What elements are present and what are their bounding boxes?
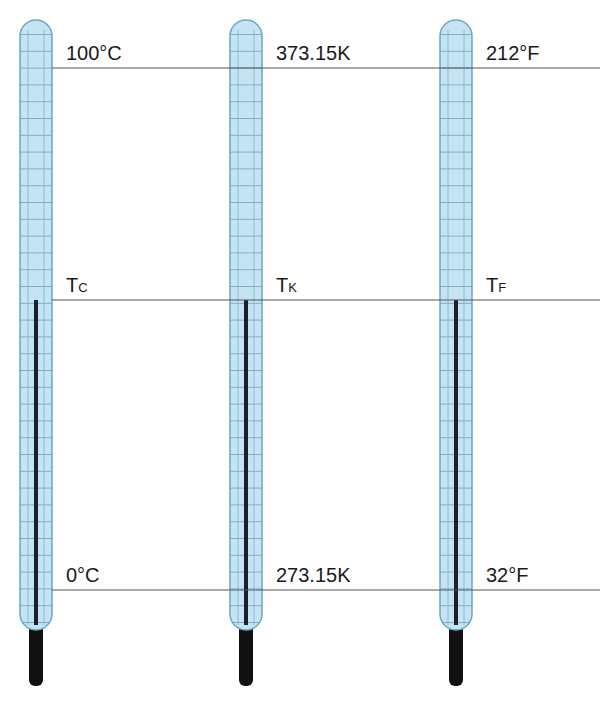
temperature-symbol: TK — [276, 275, 297, 295]
temperature-symbol: TF — [486, 275, 506, 295]
temperature-value: 212°F — [486, 43, 540, 63]
reference-line — [52, 68, 600, 590]
temperature-value: 373.15K — [276, 43, 351, 63]
temperature-value: 273.15K — [276, 565, 351, 585]
temperature-value: 0°C — [66, 565, 100, 585]
temperature-value: 32°F — [486, 565, 528, 585]
temperature-symbol: TC — [66, 275, 88, 295]
temperature-value: 100°C — [66, 43, 122, 63]
thermometer-tube — [20, 20, 472, 630]
mercury-column — [34, 300, 458, 625]
